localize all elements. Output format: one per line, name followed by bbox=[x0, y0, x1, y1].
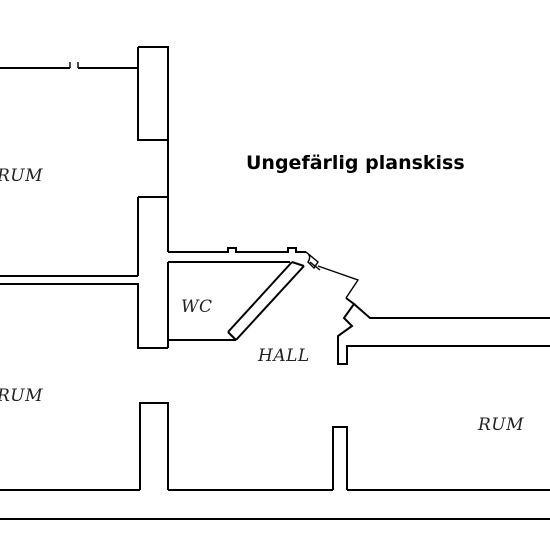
entrance-door bbox=[305, 251, 360, 299]
lower-wall-stubs bbox=[139, 402, 348, 490]
central-partition-wall bbox=[0, 46, 169, 349]
room-label-right: RUM bbox=[478, 415, 525, 435]
hall-right-walls bbox=[337, 297, 550, 365]
plan-title: Ungefärlig planskiss bbox=[246, 152, 465, 174]
room-label-top-left: RUM bbox=[0, 166, 44, 186]
bottom-outer-wall bbox=[0, 489, 550, 520]
top-wall bbox=[0, 62, 138, 69]
room-label-bottom-left: RUM bbox=[0, 386, 44, 406]
room-label-wc: WC bbox=[181, 297, 213, 317]
wc-walls bbox=[167, 247, 306, 348]
room-label-hall: HALL bbox=[258, 346, 310, 366]
